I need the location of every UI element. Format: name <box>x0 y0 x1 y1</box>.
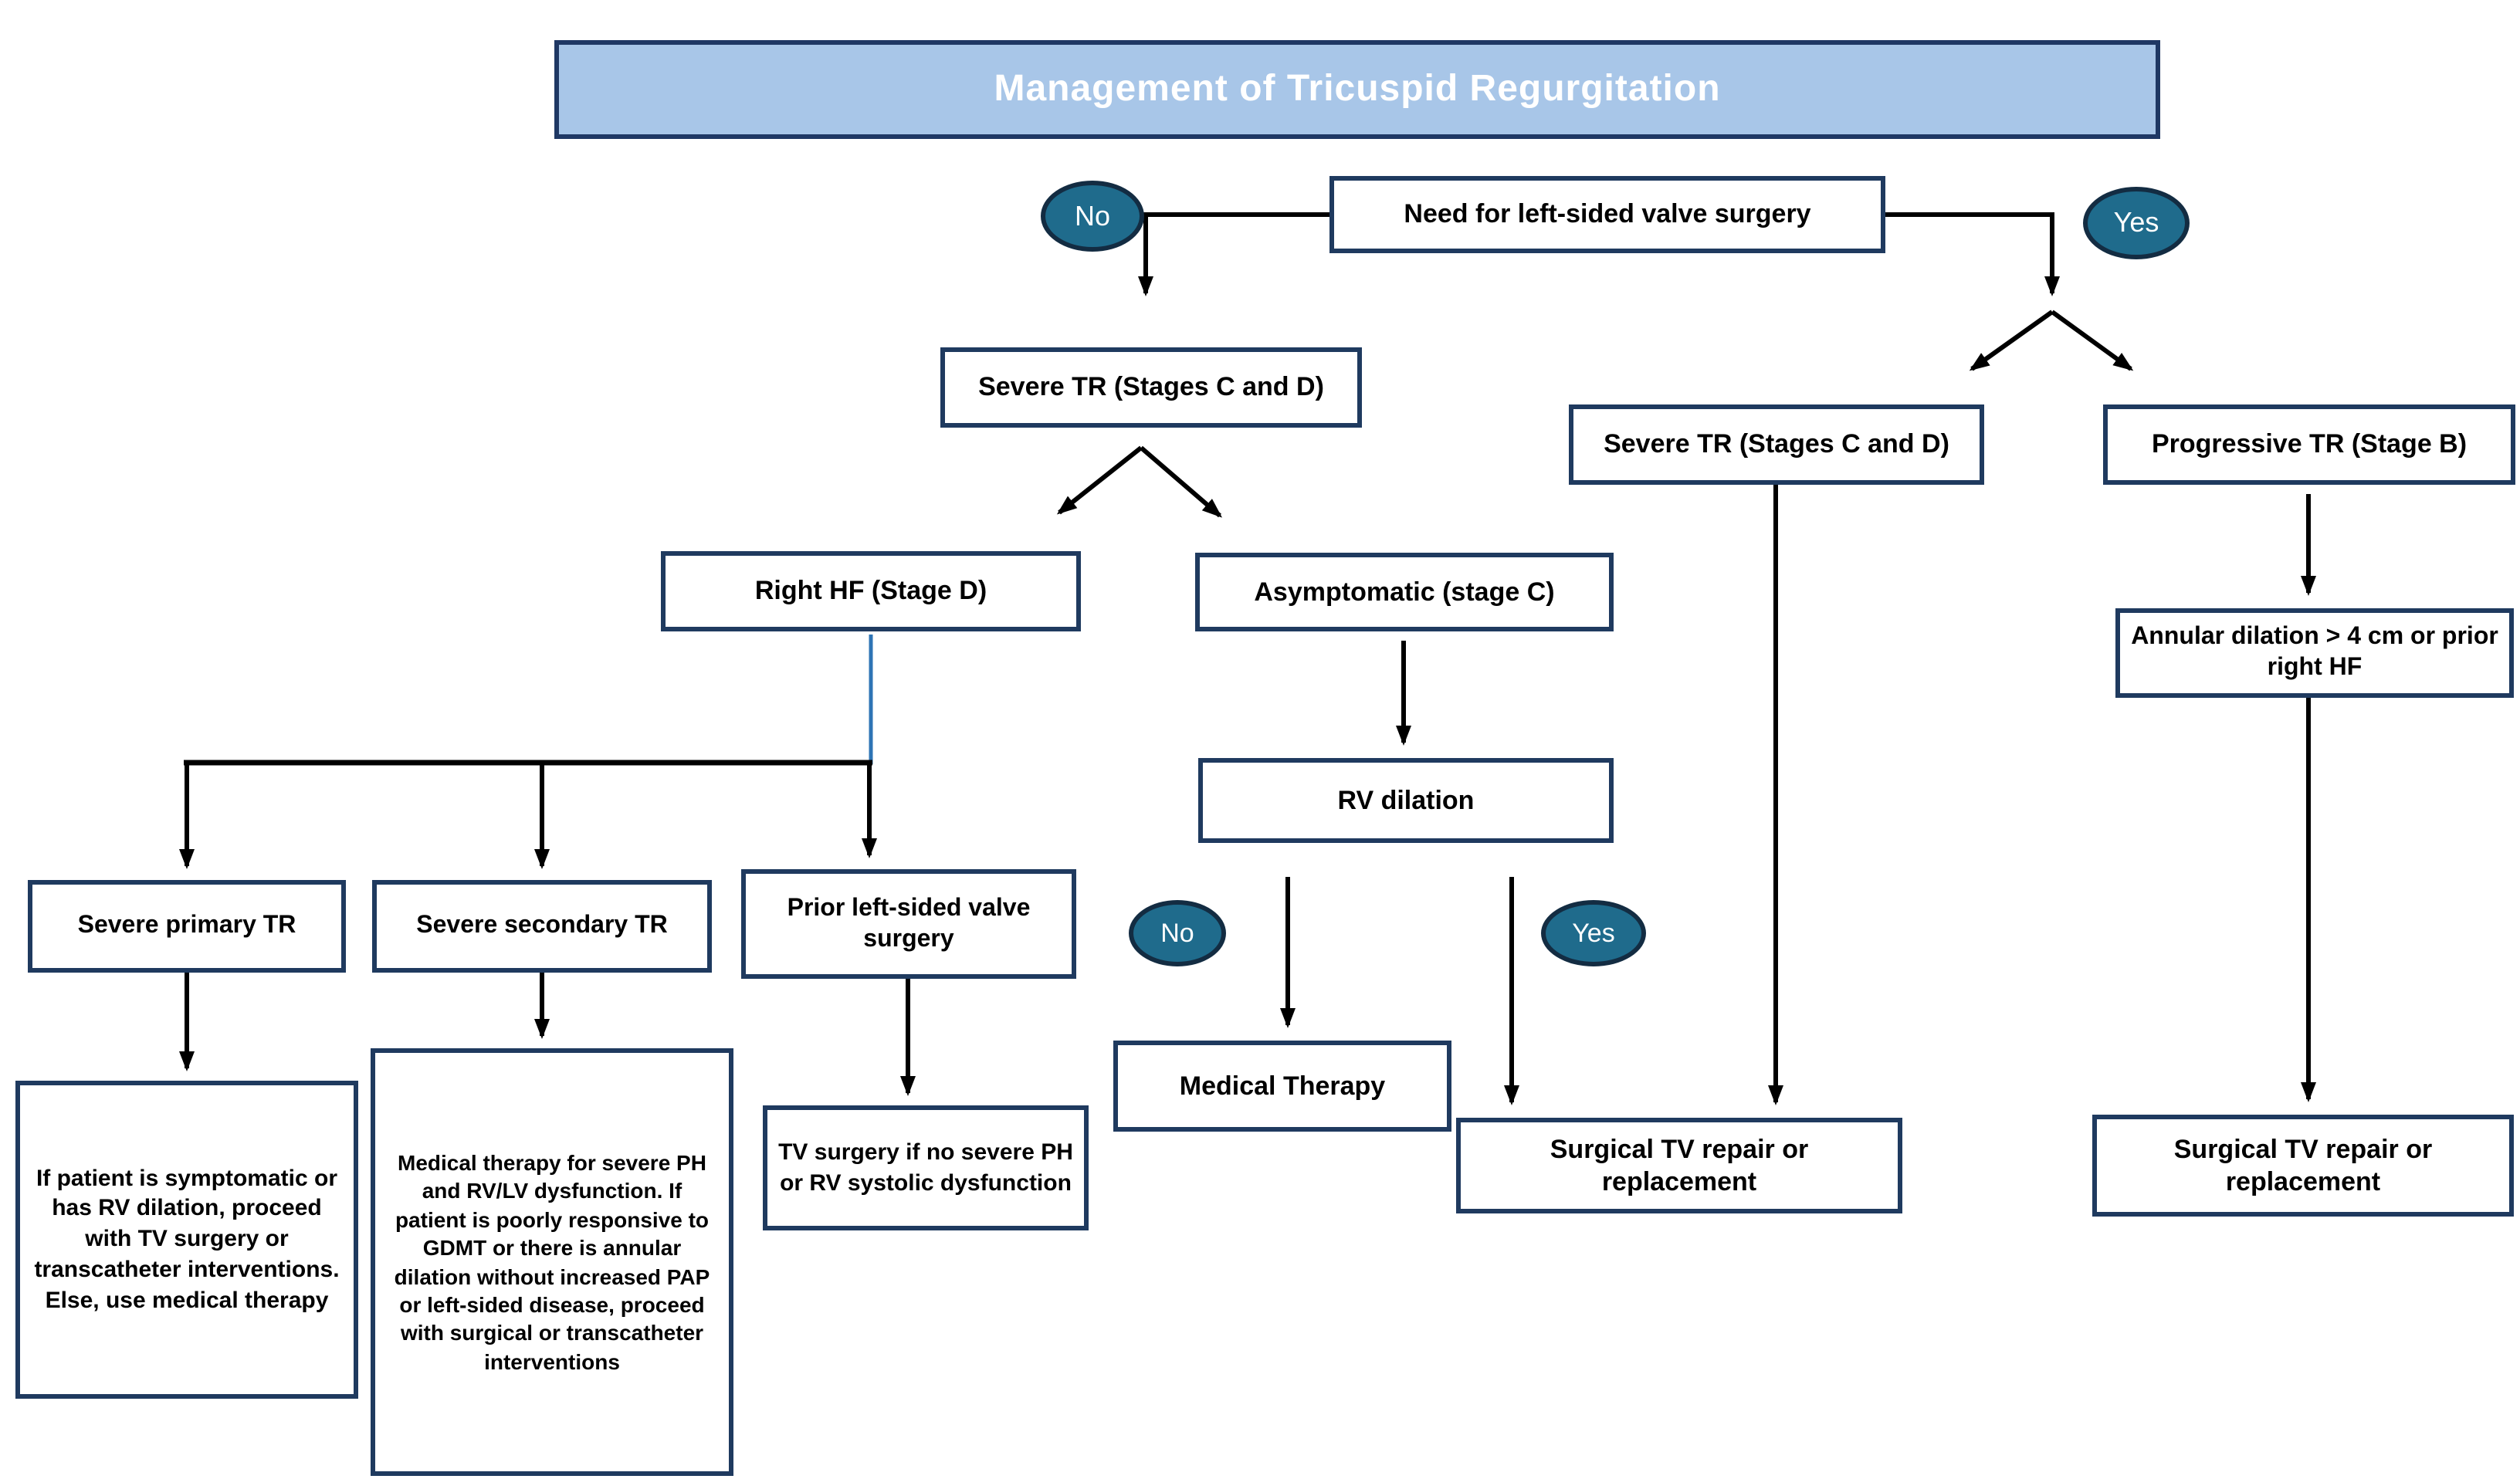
arrow-yes-branch <box>1885 212 2060 296</box>
arrow-split-to-progressive-tr <box>2051 310 2134 371</box>
arrow-split-to-severe-tr-right <box>1969 310 2054 371</box>
arrow-no-branch <box>1138 212 1329 296</box>
node-secondary-outcome: Medical therapy for severe PH and RV/LV … <box>371 1048 733 1476</box>
node-severe-tr-right: Severe TR (Stages C and D) <box>1569 404 1984 485</box>
node-asymptomatic: Asymptomatic (stage C) <box>1195 553 1614 631</box>
node-need-left-sided-valve-surgery: Need for left-sided valve surgery <box>1329 176 1885 253</box>
badge-yes-rv: Yes <box>1541 900 1646 966</box>
diagram-title: Management of Tricuspid Regurgitation <box>554 40 2160 139</box>
node-rv-dilation: RV dilation <box>1198 758 1614 843</box>
node-surgical-tv-repair-mid: Surgical TV repair or replacement <box>1456 1118 1902 1213</box>
node-medical-therapy: Medical Therapy <box>1113 1041 1451 1132</box>
node-annular-dilation: Annular dilation > 4 cm or prior right H… <box>2115 608 2514 698</box>
node-prior-left-sided-surgery: Prior left-sided valve surgery <box>741 869 1076 979</box>
node-tv-surgery-outcome: TV surgery if no severe PH or RV systoli… <box>763 1105 1089 1230</box>
node-progressive-tr: Progressive TR (Stage B) <box>2103 404 2515 485</box>
node-severe-primary-tr: Severe primary TR <box>28 880 346 973</box>
badge-no-rv: No <box>1129 900 1226 966</box>
badge-yes-top: Yes <box>2083 187 2190 259</box>
badge-no-top: No <box>1041 181 1144 252</box>
arrow-split-to-asymptomatic <box>1140 445 1223 518</box>
node-severe-secondary-tr: Severe secondary TR <box>372 880 712 973</box>
node-primary-outcome: If patient is symptomatic or has RV dila… <box>15 1081 358 1399</box>
node-right-hf: Right HF (Stage D) <box>661 551 1081 631</box>
node-surgical-tv-repair-right: Surgical TV repair or replacement <box>2092 1115 2514 1217</box>
node-severe-tr-left: Severe TR (Stages C and D) <box>940 347 1362 428</box>
arrow-split-to-right-hf <box>1056 445 1143 515</box>
